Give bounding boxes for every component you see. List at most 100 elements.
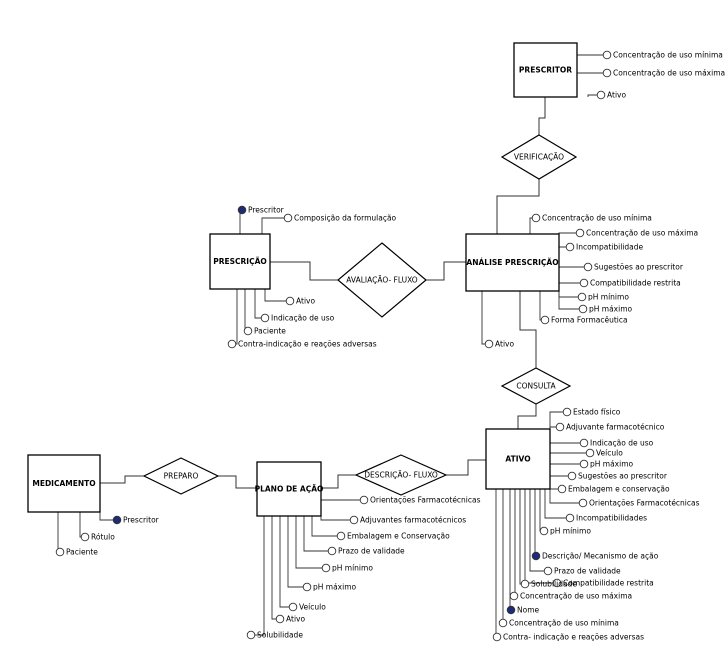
- attribute-label: Solubilidade: [531, 580, 577, 589]
- relationship-diamond: [500, 134, 578, 180]
- attribute-connector: [264, 289, 287, 302]
- attribute-marker: [275, 614, 285, 624]
- attribute-marker: [349, 515, 359, 525]
- attribute-connector: [558, 272, 581, 284]
- relationship-preparo: PREPARO: [142, 457, 220, 495]
- attribute-label: Paciente: [254, 327, 286, 336]
- entity-prescritor: PRESCRITOR: [513, 42, 578, 98]
- attribute-marker: [531, 213, 541, 223]
- relationship-connector: [100, 475, 144, 484]
- relationship-descricao: DESCRIÇÃO- FLUXO: [354, 454, 448, 496]
- attribute-label: Prazo de validade: [554, 567, 621, 576]
- attribute-connector: [295, 516, 323, 569]
- attribute-marker: [336, 531, 346, 541]
- attribute-label: Prazo de validade: [338, 547, 405, 556]
- entity-medicamento: MEDICAMENTO: [27, 454, 101, 513]
- attribute-label: Ativo: [296, 297, 315, 306]
- relationship-diamond: [500, 367, 572, 405]
- attribute-connector: [79, 512, 82, 538]
- attribute-connector: [56, 512, 59, 553]
- attribute-ativo-concentracao-de-uso-minima: Concentração de uso mínima: [498, 489, 619, 628]
- attribute-marker: [565, 242, 575, 252]
- attribute-connector: [549, 449, 587, 454]
- entity-label: ATIVO: [505, 455, 530, 464]
- attribute-ativo-indicacao-de-uso: Indicação de uso: [550, 439, 654, 448]
- attribute-label: Forma Formacêutica: [551, 316, 628, 325]
- attribute-label: Sugestões ao prescritor: [594, 263, 684, 272]
- attribute-connector: [303, 516, 329, 552]
- attribute-prescritor-concentracao-de-uso-maxima: Concentração de uso máxima: [576, 66, 725, 78]
- attribute-label: Adjuvantes farmacotécnicos: [360, 516, 466, 525]
- attribute-ativo-incompatibilidades: Incompatibilidades: [544, 489, 647, 523]
- attribute-label: Composição da formulação: [294, 214, 397, 223]
- attribute-medicamento-prescritor: Prescritor: [99, 500, 160, 525]
- attribute-plano-ph-maximo: pH máximo: [287, 516, 357, 592]
- attribute-marker: [498, 618, 508, 628]
- attribute-marker: [359, 495, 369, 505]
- attribute-ativo-veiculo: Veículo: [549, 449, 623, 458]
- attribute-label: Concentração de uso mínima: [509, 619, 619, 628]
- attribute-connector: [271, 516, 277, 620]
- attribute-connector: [529, 489, 545, 572]
- attribute-connector: [558, 291, 580, 310]
- attribute-label: Embalagem e conservação: [568, 485, 670, 494]
- key-attribute-marker: [112, 515, 122, 525]
- relationship-diamond: [142, 457, 220, 495]
- attribute-connector: [320, 497, 361, 501]
- attribute-label: Orientações Farmacotécnicas: [370, 496, 481, 505]
- attribute-marker: [552, 578, 562, 588]
- relationship-links: [100, 97, 546, 489]
- attribute-prescricao-contra-indicacao-e-reacoes-adversas: Contra-indicação e reações adversas: [227, 289, 377, 349]
- attribute-marker: [555, 422, 565, 432]
- attribute-marker: [583, 262, 593, 272]
- attribute-label: Compatibilidade restrita: [563, 579, 654, 588]
- attribute-marker: [602, 68, 612, 78]
- attribute-marker: [579, 459, 589, 469]
- attribute-connector: [549, 411, 564, 430]
- attribute-marker: [557, 484, 567, 494]
- entity-label: MEDICAMENTO: [32, 479, 95, 488]
- attribute-label: Incompatibilidade: [576, 243, 643, 252]
- attribute-label: Concentração de uso mínima: [542, 214, 652, 223]
- attribute-analise-ph-maximo: pH máximo: [558, 291, 633, 314]
- attribute-ativo-prazo-de-validade: Prazo de validade: [529, 489, 621, 576]
- attribute-marker: [55, 547, 65, 557]
- attribute-label: Paciente: [66, 548, 98, 557]
- entity-box: [513, 42, 578, 98]
- attribute-label: Concentração de uso mínima: [613, 51, 723, 60]
- attribute-label: Contra- indicação e reações adversas: [503, 633, 644, 642]
- attribute-connector: [549, 470, 559, 490]
- relationship-label: CONSULTA: [516, 382, 556, 391]
- attribute-marker: [302, 582, 312, 592]
- attribute-marker: [260, 313, 270, 323]
- attribute-ativo-ph-minimo: pH mínimo: [539, 489, 591, 536]
- attribute-connector: [320, 505, 351, 521]
- attribute-analise-concentracao-de-uso-maxima: Concentração de uso máxima: [558, 228, 698, 240]
- attribute-marker: [246, 630, 256, 640]
- attribute-marker: [579, 438, 589, 448]
- attribute-label: pH máximo: [313, 583, 357, 592]
- attribute-connector: [558, 246, 567, 250]
- attribute-connector: [558, 262, 585, 268]
- attribute-connector: [549, 426, 557, 437]
- attribute-label: Veículo: [299, 603, 326, 612]
- attribute-marker: [520, 579, 530, 589]
- attribute-marker: [575, 228, 585, 238]
- attribute-label: Estado físico: [573, 408, 621, 417]
- attribute-connector: [244, 289, 246, 332]
- entity-box: [27, 454, 101, 513]
- attribute-ativo-descricao-mecanismo-de-acao: Descrição/ Mecanismo de ação: [531, 489, 659, 561]
- attribute-connector: [261, 217, 285, 234]
- attribute-marker: [288, 602, 298, 612]
- relationship-avaliacao: AVALIAÇÃO- FLUXO: [337, 242, 427, 318]
- attribute-label: Solubilidade: [257, 631, 303, 640]
- attribute-prescricao-prescritor: Prescritor: [237, 206, 285, 234]
- attribute-label: Orientações Farmacotécnicas: [589, 499, 700, 508]
- attribute-label: Compatibilidade restrita: [590, 279, 681, 288]
- attribute-marker: [596, 90, 606, 100]
- attribute-connector: [558, 282, 579, 298]
- attribute-marker: [578, 304, 588, 314]
- relationship-connector: [496, 179, 540, 234]
- attribute-connector: [311, 516, 338, 537]
- attribute-label: Prescritor: [248, 206, 285, 215]
